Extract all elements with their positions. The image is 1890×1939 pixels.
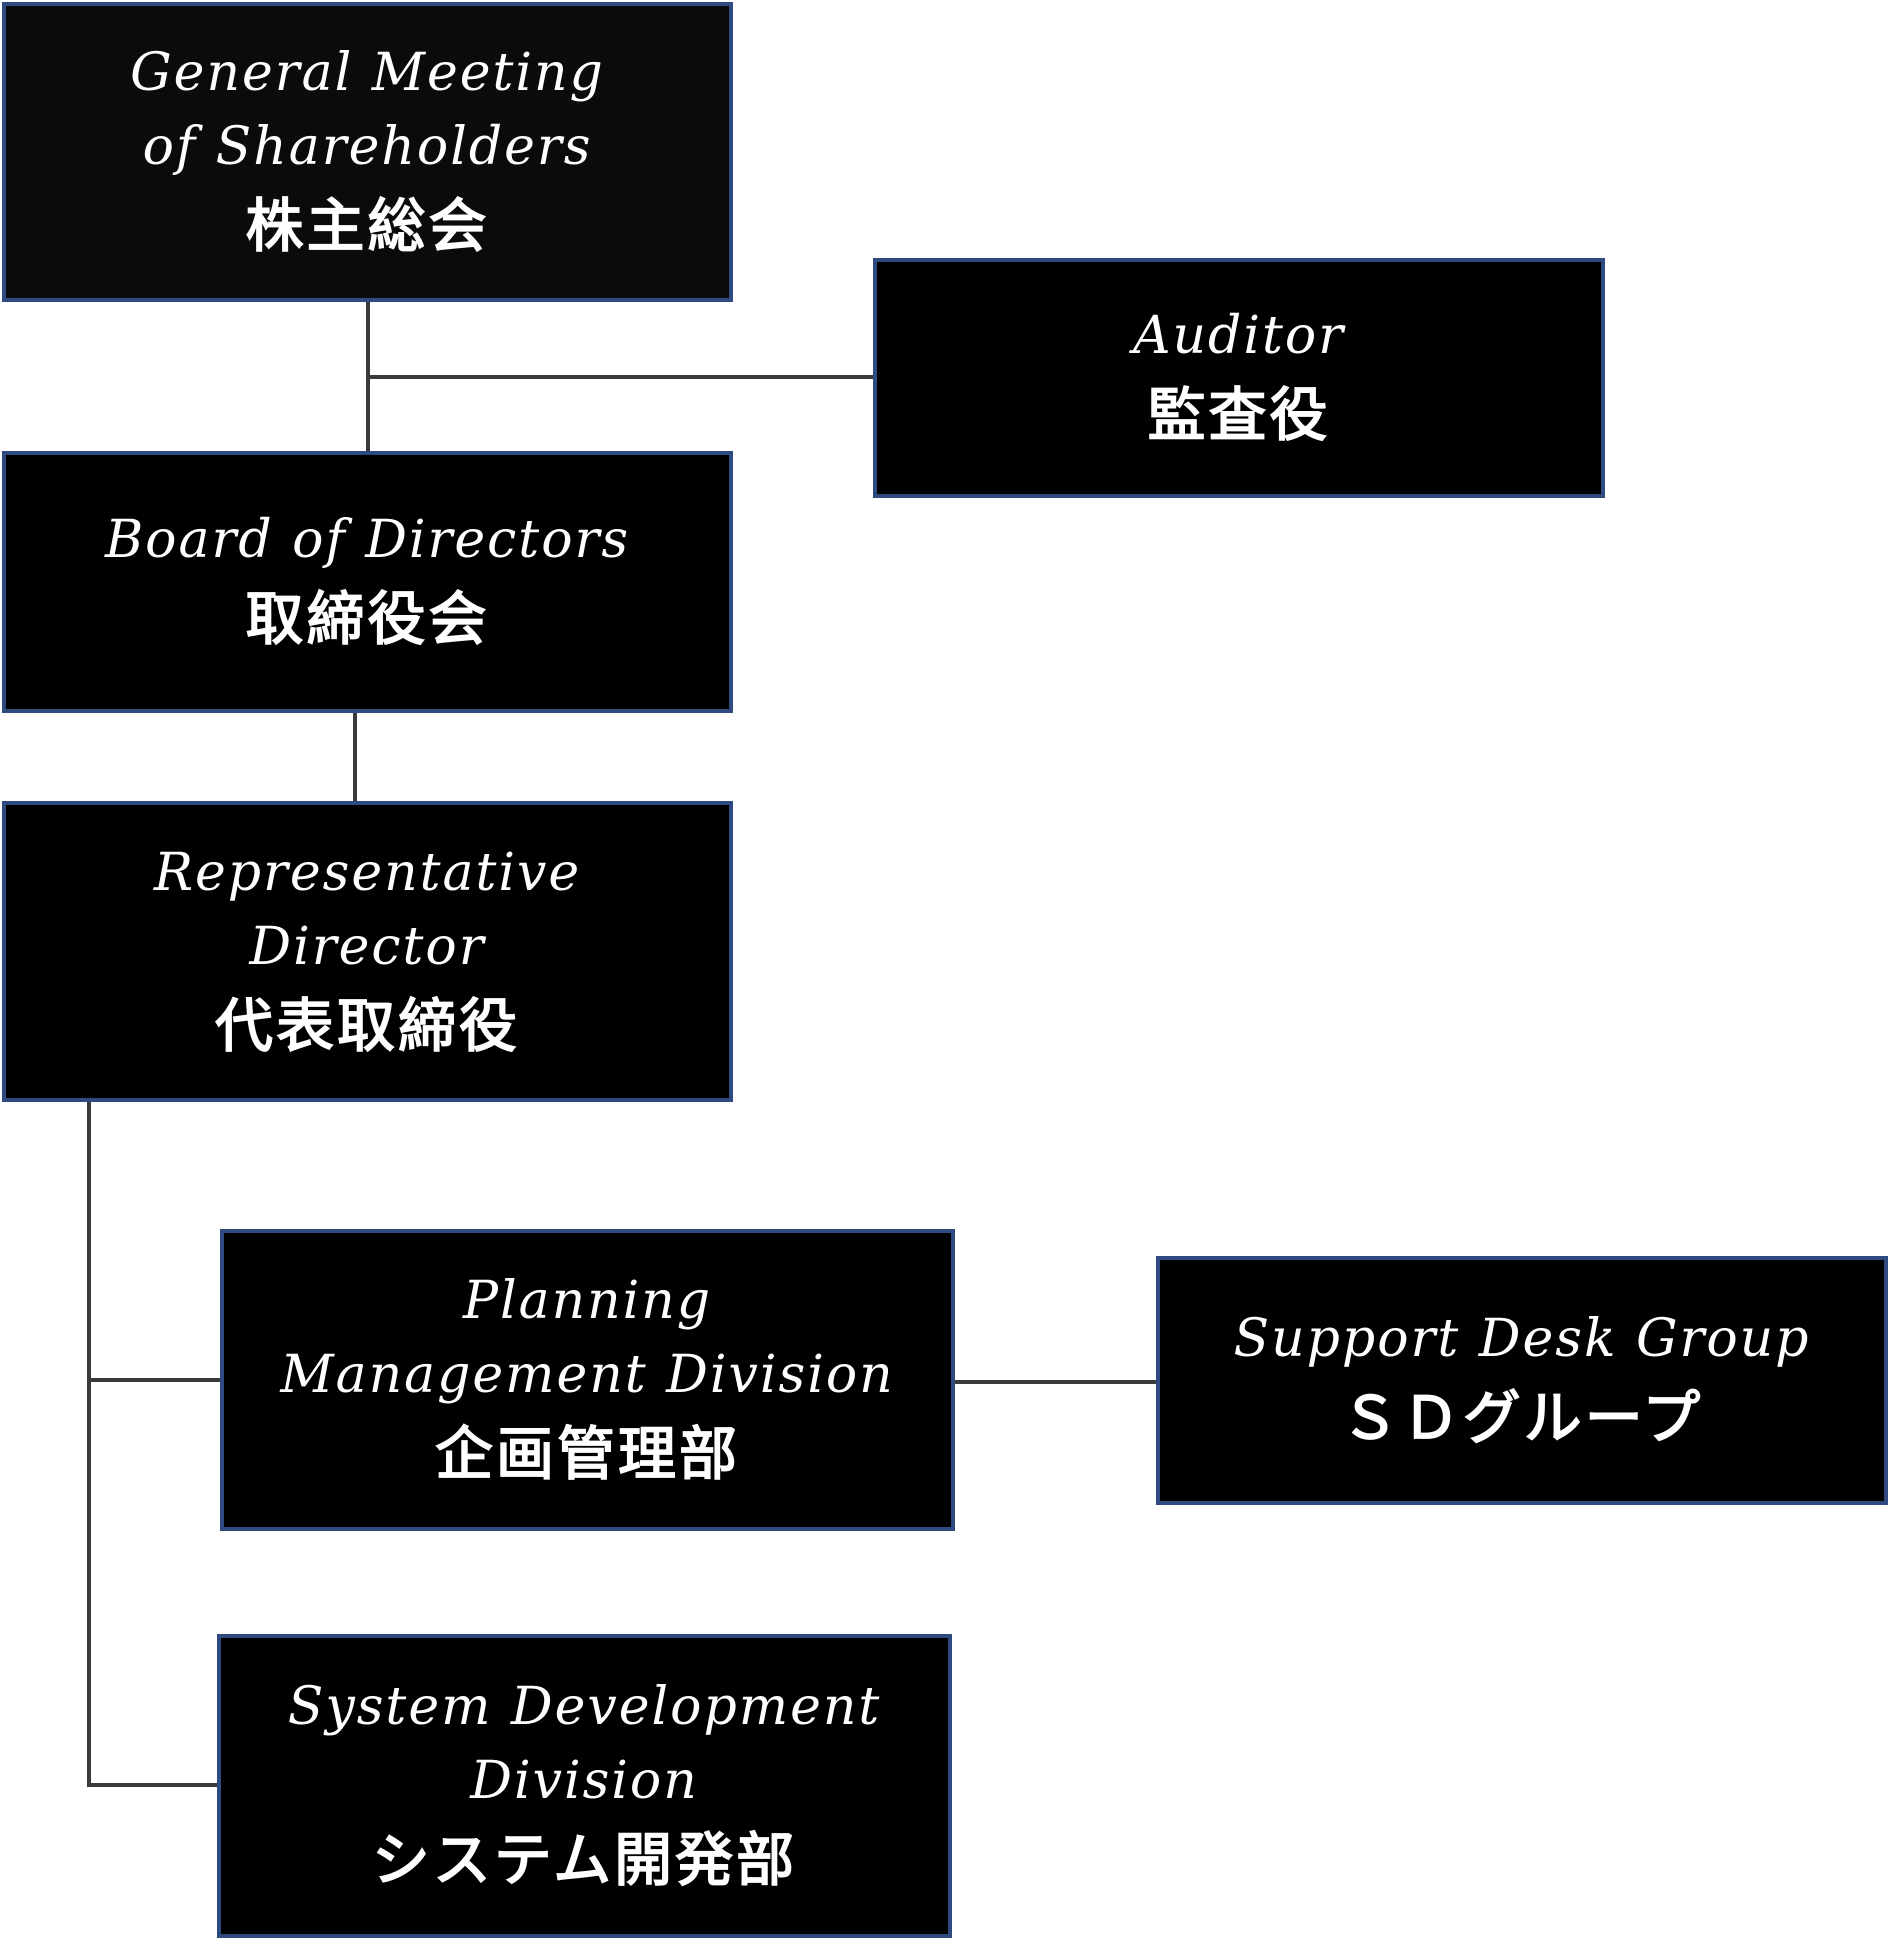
planning-ja: 企画管理部 [434, 1420, 740, 1488]
planning-en-line2: Management Division [280, 1345, 895, 1405]
representative-en-line1: Representative [153, 842, 582, 903]
auditor-box: Auditor 監査役 [873, 258, 1605, 498]
representative-en-line2: Director [249, 916, 486, 977]
board-ja: 取締役会 [245, 585, 490, 653]
board-of-directors-box: Board of Directors 取締役会 [2, 451, 733, 713]
system-dev-en-line2: Division [470, 1751, 699, 1811]
general-meeting-en-line1: General Meeting [130, 43, 605, 103]
support-desk-group-box: Support Desk Group ＳＤグループ [1156, 1256, 1888, 1505]
system-dev-en-line1: System Development [287, 1677, 882, 1737]
representative-ja: 代表取締役 [214, 991, 520, 1060]
representative-director-box: Representative Director 代表取締役 [2, 801, 733, 1102]
system-dev-ja: システム開発部 [371, 1826, 798, 1894]
planning-en-line1: Planning [462, 1271, 712, 1331]
board-en: Board of Directors [104, 510, 631, 570]
support-desk-ja: ＳＤグループ [1340, 1383, 1704, 1452]
system-development-division-box: System Development Division システム開発部 [217, 1634, 952, 1938]
planning-management-division-box: Planning Management Division 企画管理部 [220, 1229, 955, 1531]
support-desk-en: Support Desk Group [1233, 1308, 1811, 1369]
general-meeting-ja: 株主総会 [245, 192, 490, 260]
auditor-ja: 監査役 [1147, 381, 1331, 449]
general-meeting-en-line2: of Shareholders [142, 117, 593, 177]
general-meeting-box: General Meeting of Shareholders 株主総会 [2, 2, 733, 302]
auditor-en: Auditor [1132, 306, 1346, 366]
